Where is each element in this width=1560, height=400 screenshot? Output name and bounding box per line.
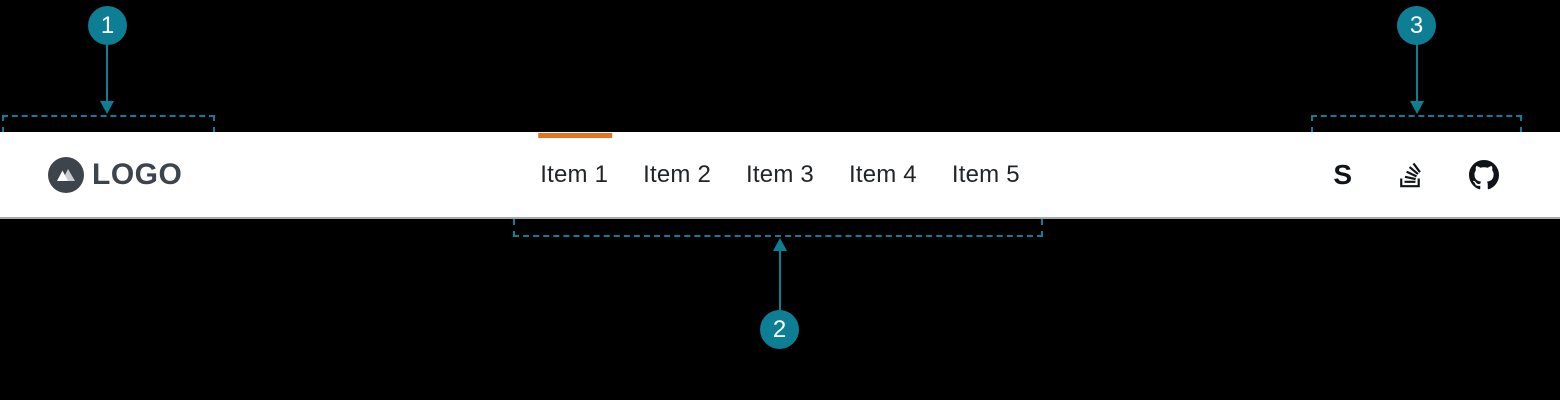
annotation-arrowhead-1	[100, 101, 114, 114]
annotation-arrowhead-2	[773, 238, 787, 251]
stack-exchange-glyph: S	[1333, 158, 1352, 190]
annotation-badge-1: 1	[88, 6, 127, 45]
nav-item-1[interactable]: Item 1	[538, 132, 613, 217]
social-icons: S	[1333, 132, 1499, 217]
github-icon[interactable]	[1469, 159, 1499, 190]
social-icons-region-outline	[1311, 115, 1522, 133]
logo[interactable]: LOGO	[48, 132, 182, 217]
nav-item-2[interactable]: Item 2	[643, 160, 712, 188]
annotation-arrow-3	[1416, 44, 1418, 102]
logo-region-outline	[2, 115, 215, 133]
mountain-logo-icon	[48, 156, 84, 193]
nav-item-4[interactable]: Item 4	[848, 160, 917, 188]
annotation-badge-2: 2	[760, 310, 799, 349]
nav-item-3[interactable]: Item 3	[746, 160, 814, 188]
annotation-badge-3: 3	[1397, 6, 1436, 45]
annotation-arrowhead-3	[1410, 101, 1424, 114]
navbar: LOGO Item 1 Item 2 Item 3 Item 4 Item 5 …	[0, 132, 1560, 219]
annotation-arrow-1	[106, 44, 108, 102]
main-nav: Item 1 Item 2 Item 3 Item 4 Item 5	[538, 132, 1020, 217]
nav-items-region-outline	[513, 219, 1043, 237]
stack-overflow-icon[interactable]	[1400, 161, 1421, 189]
logo-text: LOGO	[92, 157, 183, 191]
stack-exchange-icon[interactable]: S	[1333, 158, 1352, 190]
nav-item-5[interactable]: Item 5	[951, 160, 1020, 188]
annotation-arrow-2	[779, 250, 781, 311]
